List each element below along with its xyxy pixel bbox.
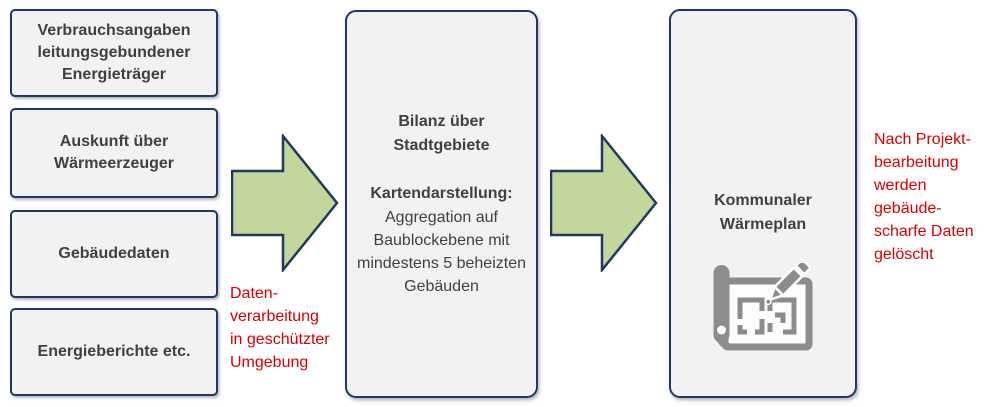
deletion-annotation: Nach Projekt- bearbeitung werden gebäude… <box>874 131 974 263</box>
source-box-energy-reports: Energieberichte etc. <box>10 308 218 396</box>
source-box-label: Verbrauchsangaben leitungsgebundener Ene… <box>37 22 191 83</box>
heat-plan-title: Kommunaler Wärmeplan <box>714 192 812 233</box>
source-box-label: Gebäudedaten <box>58 245 170 262</box>
source-box-label: Auskunft über Wärmeerzeuger <box>53 133 175 172</box>
processing-annotation: Daten- verarbeitung in geschützter Umgeb… <box>230 285 330 371</box>
heat-plan-box: Kommunaler Wärmeplan <box>669 9 857 398</box>
flow-arrow-icon <box>550 134 658 272</box>
balance-box-subtitle: Kartendarstellung: <box>370 185 513 202</box>
balance-box-title: Bilanz über Stadtgebiete <box>393 113 490 154</box>
source-box-building-data: Gebäudedaten <box>10 210 218 298</box>
flow-arrow-icon <box>231 134 339 272</box>
source-box-label: Energieberichte etc. <box>37 343 191 360</box>
balance-box-body: Aggregation auf Baublockebene mit mindes… <box>357 209 526 295</box>
blueprint-pencil-icon <box>711 258 815 359</box>
source-box-heat-generators: Auskunft über Wärmeerzeuger <box>10 108 218 198</box>
source-box-consumption-data: Verbrauchsangaben leitungsgebundener Ene… <box>10 9 218 97</box>
balance-box: Bilanz über Stadtgebiete Kartendarstellu… <box>345 10 538 398</box>
